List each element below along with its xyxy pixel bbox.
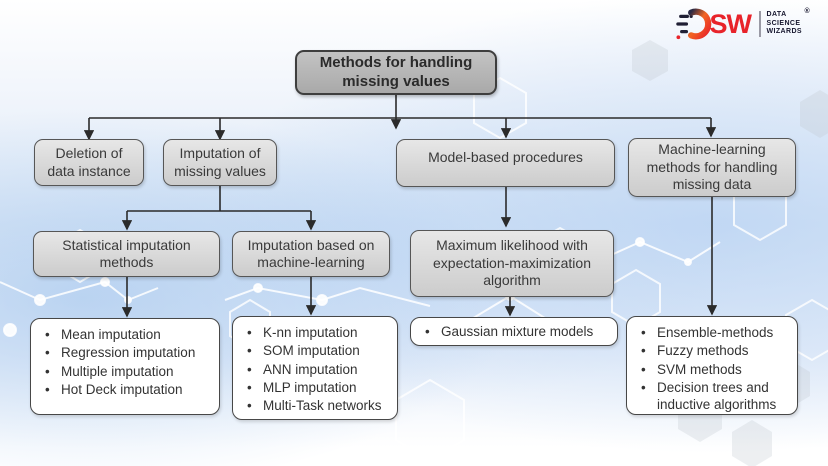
list-item: MLP imputation: [239, 379, 382, 397]
node-label: Maximum likelihood with expectation-maxi…: [433, 237, 591, 289]
node-imputation-of-missing-values: Imputation of missing values: [163, 139, 277, 186]
node-label: Machine-learning methods for handling mi…: [646, 141, 778, 193]
list-item: K-nn imputation: [239, 324, 382, 342]
registered-mark: ®: [804, 7, 810, 15]
node-machine-learning-methods: Machine-learning methods for handling mi…: [628, 138, 796, 197]
bullet-list: Mean imputation Regression imputation Mu…: [37, 326, 195, 399]
node-imputation-based-on-machine-learning: Imputation based on machine-learning: [232, 231, 390, 277]
node-label: Imputation of missing values: [174, 145, 266, 179]
node-label: Model-based procedures: [428, 149, 583, 166]
list-item: Ensemble-methods: [633, 324, 776, 342]
list-item: Gaussian mixture models: [417, 323, 593, 341]
leaf-model-based-list: Gaussian mixture models: [410, 317, 618, 346]
dsw-logo: SW ® DATA SCIENCE WIZARDS: [675, 7, 810, 41]
list-item: SVM methods: [633, 361, 776, 379]
logo-wordmark: ® DATA SCIENCE WIZARDS: [766, 8, 810, 37]
bullet-list: Ensemble-methods Fuzzy methods SVM metho…: [633, 324, 776, 414]
list-item: Multi-Task networks: [239, 397, 382, 415]
logo-line-data: DATA: [766, 10, 787, 18]
node-maximum-likelihood-em: Maximum likelihood with expectation-maxi…: [410, 230, 614, 297]
list-item: Decision trees and inductive algorithms: [633, 379, 776, 414]
node-deletion-of-data-instance: Deletion of data instance: [34, 139, 144, 186]
dsw-logo-sw-text: SW: [709, 8, 752, 39]
list-item: Regression imputation: [37, 344, 195, 362]
logo-divider: [759, 11, 761, 37]
leaf-ml-imputation-list: K-nn imputation SOM imputation ANN imput…: [232, 316, 398, 420]
dsw-logo-mark-icon: [675, 8, 711, 40]
list-item: SOM imputation: [239, 342, 382, 360]
node-label: Methods for handling missing values: [319, 53, 473, 90]
list-item: Multiple imputation: [37, 363, 195, 381]
list-item: Fuzzy methods: [633, 342, 776, 360]
node-methods-for-handling-missing-values: Methods for handling missing values: [295, 50, 497, 95]
node-label: Statistical imputation methods: [62, 236, 191, 271]
list-item: Mean imputation: [37, 326, 195, 344]
node-statistical-imputation-methods: Statistical imputation methods: [33, 231, 220, 277]
node-label: Deletion of data instance: [47, 145, 131, 179]
logo-line-science: SCIENCE: [766, 19, 801, 27]
node-model-based-procedures: Model-based procedures: [396, 139, 615, 187]
list-item: ANN imputation: [239, 361, 382, 379]
node-label: Imputation based on machine-learning: [247, 236, 375, 271]
bullet-list: Gaussian mixture models: [417, 323, 593, 341]
logo-line-wizards: WIZARDS: [766, 28, 802, 36]
leaf-ml-methods-list: Ensemble-methods Fuzzy methods SVM metho…: [626, 316, 798, 415]
bullet-list: K-nn imputation SOM imputation ANN imput…: [239, 324, 382, 415]
list-item: Hot Deck imputation: [37, 381, 195, 399]
leaf-statistical-imputation-list: Mean imputation Regression imputation Mu…: [30, 318, 220, 415]
